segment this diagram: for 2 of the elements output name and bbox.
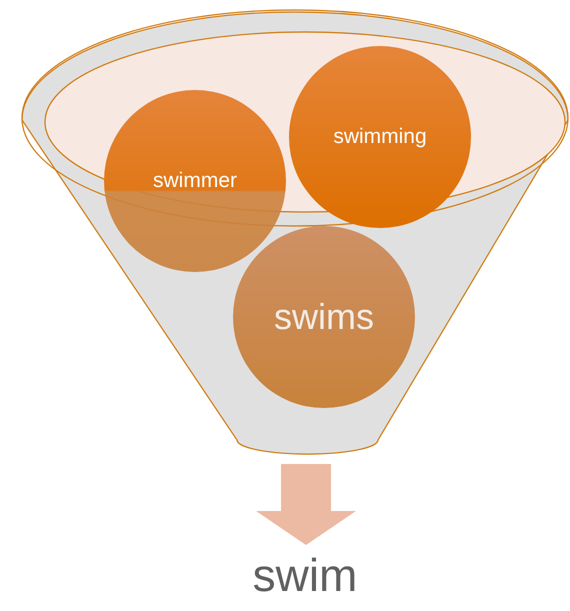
result-word: swim bbox=[252, 548, 358, 602]
down-arrow bbox=[256, 464, 356, 545]
